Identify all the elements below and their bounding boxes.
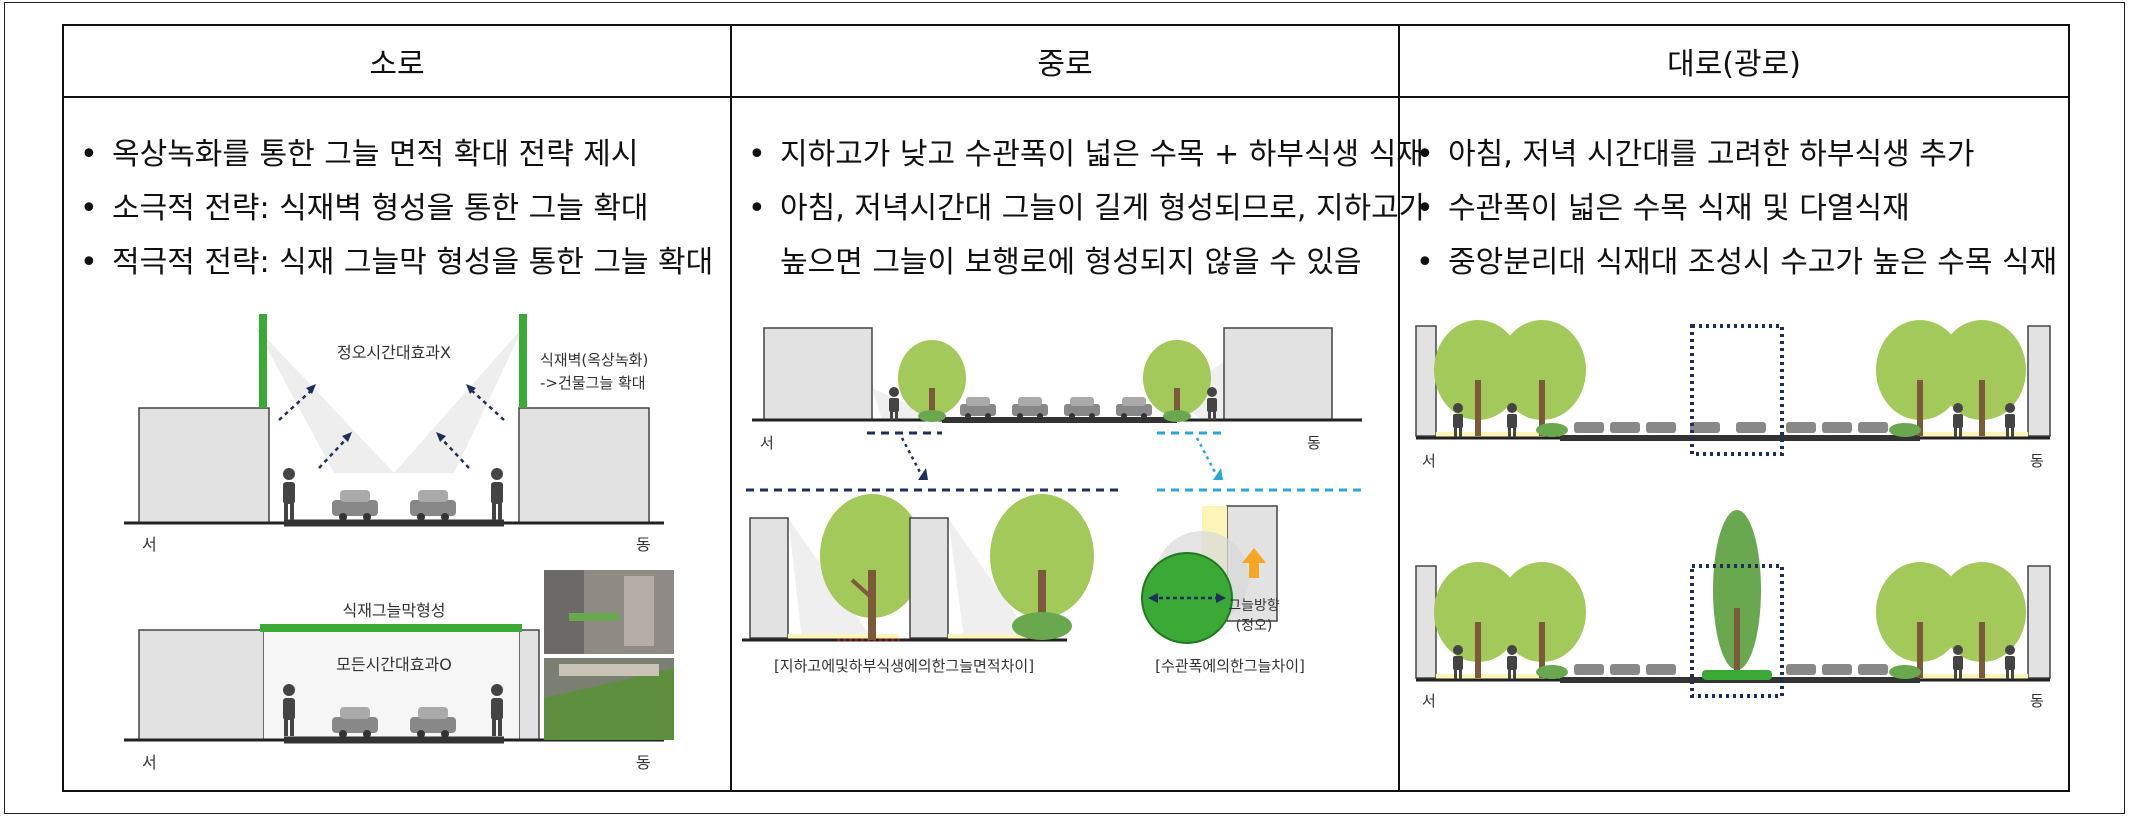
pedestrian-icon: [889, 387, 899, 420]
list-item: 높으면 그늘이 보행로에 형성되지 않을 수 있음: [780, 245, 1362, 280]
green-wall-east: [519, 314, 527, 408]
cell-large-road: 아침, 저녁 시간대를 고려한 하부식생 추가 수관폭이 넓은 수목 식재 및 …: [1398, 96, 2070, 792]
noon-no-effect-label: 정오시간대효과X: [337, 343, 451, 362]
pedestrian-icon: [491, 468, 503, 520]
west-label-2: 서: [142, 753, 157, 772]
arrow-up-icon: [1242, 548, 1266, 578]
west-label: 서: [1422, 452, 1436, 470]
west-label: 서: [142, 535, 157, 554]
tree-icon: [1434, 562, 1522, 678]
photo-green-wall-top: [544, 570, 674, 654]
tree-icon: [1498, 320, 1586, 436]
strategy-table: 소로 중로 대로(광로) 옥상녹화를 통한 그늘 면적 확대 전략 제시 소극적…: [62, 24, 2070, 792]
list-item: 아침, 저녁시간대 그늘이 길게 형성되므로, 지하고가: [748, 182, 1426, 236]
list-item: 소극적 전략: 식재벽 형성을 통한 그늘 확대: [80, 182, 730, 236]
median-highlight-box: [1690, 564, 1784, 698]
small-road-diagram: 정오시간대효과X 식재벽(옥상녹화) ->건물그늘 확대 서 동: [124, 314, 674, 772]
car-icon: [1012, 397, 1048, 419]
sun-direction-label: 그늘방향: [1228, 598, 1280, 614]
tree-icon: [1876, 320, 1964, 436]
east-label: 동: [2030, 452, 2044, 470]
east-label: 동: [636, 535, 651, 554]
tree-icon: [1434, 320, 1522, 436]
content-row: 옥상녹화를 통한 그늘 면적 확대 전략 제시 소극적 전략: 식재벽 형성을 …: [62, 96, 2070, 792]
large-road-diagram: 서 동: [1415, 320, 2051, 710]
green-wall-label-1: 식재벽(옥상녹화): [540, 351, 648, 369]
building-west: [138, 407, 270, 524]
tree-icon: [898, 340, 966, 422]
outer-frame: [4, 2, 2125, 814]
tree-icon: [1938, 562, 2026, 678]
building-west-2: [138, 629, 265, 741]
caption-right: [수관폭에의한그늘차이]: [1155, 657, 1305, 675]
car-icon: [960, 397, 996, 419]
east-label: 동: [1307, 434, 1321, 452]
median-highlight-box: [1690, 324, 1784, 456]
cell-small-road: 옥상녹화를 통한 그늘 면적 확대 전략 제시 소극적 전략: 식재벽 형성을 …: [62, 96, 732, 792]
tall-median-tree-icon: [1702, 510, 1772, 680]
car-icon: [1116, 397, 1152, 419]
car-icon: [332, 490, 378, 521]
east-label-2: 동: [2030, 692, 2044, 710]
bullet-list: 지하고가 낮고 수관폭이 넓은 수목 + 하부식생 식재 아침, 저녁시간대 그…: [732, 128, 1426, 290]
canopy-label: 식재그늘막형성: [342, 601, 445, 620]
header-large-road: 대로(광로): [1398, 24, 2070, 98]
list-item: 적극적 전략: 식재 그늘막 형성을 통한 그늘 확대: [80, 236, 730, 290]
green-wall-west: [259, 314, 267, 408]
caption-left: [지하고에및하부식생에의한그늘면적차이]: [774, 657, 1034, 675]
pedestrian-icon: [283, 468, 295, 520]
car-icon: [1064, 397, 1100, 419]
west-label: 서: [760, 434, 774, 452]
building-east: [518, 407, 650, 524]
building-east: [1223, 327, 1333, 421]
east-label-2: 동: [636, 753, 651, 772]
medium-road-diagram: 서 동: [742, 327, 1364, 675]
tree-icon: [1498, 562, 1586, 678]
tree-icon: [1938, 320, 2026, 436]
list-item: 지하고가 낮고 수관폭이 넓은 수목 + 하부식생 식재: [748, 128, 1424, 182]
header-medium-road: 중로: [730, 24, 1400, 98]
plant-canopy: [260, 624, 522, 632]
tree-icon: [1143, 340, 1211, 422]
pedestrian-icon: [1207, 387, 1217, 420]
bullet-list: 옥상녹화를 통한 그늘 면적 확대 전략 제시 소극적 전략: 식재벽 형성을 …: [64, 128, 730, 290]
photo-green-wall-bottom: [544, 658, 674, 740]
header-small-road: 소로: [62, 24, 732, 98]
header-row: 소로 중로 대로(광로): [62, 24, 2070, 98]
car-icon: [332, 707, 378, 738]
car-icon: [410, 707, 456, 738]
building-west: [763, 327, 873, 421]
cell-medium-road: 지하고가 낮고 수관폭이 넓은 수목 + 하부식생 식재 아침, 저녁시간대 그…: [730, 96, 1426, 792]
tree-icon: [990, 494, 1094, 640]
pedestrian-icon: [283, 684, 295, 736]
noon-label: (정오): [1236, 618, 1273, 634]
list-item: 옥상녹화를 통한 그늘 면적 확대 전략 제시: [80, 128, 730, 182]
tree-icon: [1876, 562, 1964, 678]
car-icon: [410, 490, 456, 521]
list-item: 중앙분리대 식재대 조성시 수고가 높은 수목 식재: [1416, 236, 2068, 290]
west-label-2: 서: [1422, 692, 1436, 710]
tree-icon: [820, 494, 924, 640]
green-wall-label-2: ->건물그늘 확대: [540, 374, 646, 392]
list-item: 아침, 저녁 시간대를 고려한 하부식생 추가: [1416, 128, 2068, 182]
bullet-list: 아침, 저녁 시간대를 고려한 하부식생 추가 수관폭이 넓은 수목 식재 및 …: [1400, 128, 2068, 290]
all-day-effect-label: 모든시간대효과O: [336, 655, 452, 674]
pedestrian-icon: [491, 684, 503, 736]
list-item: 수관폭이 넓은 수목 식재 및 다열식재: [1416, 182, 2068, 236]
